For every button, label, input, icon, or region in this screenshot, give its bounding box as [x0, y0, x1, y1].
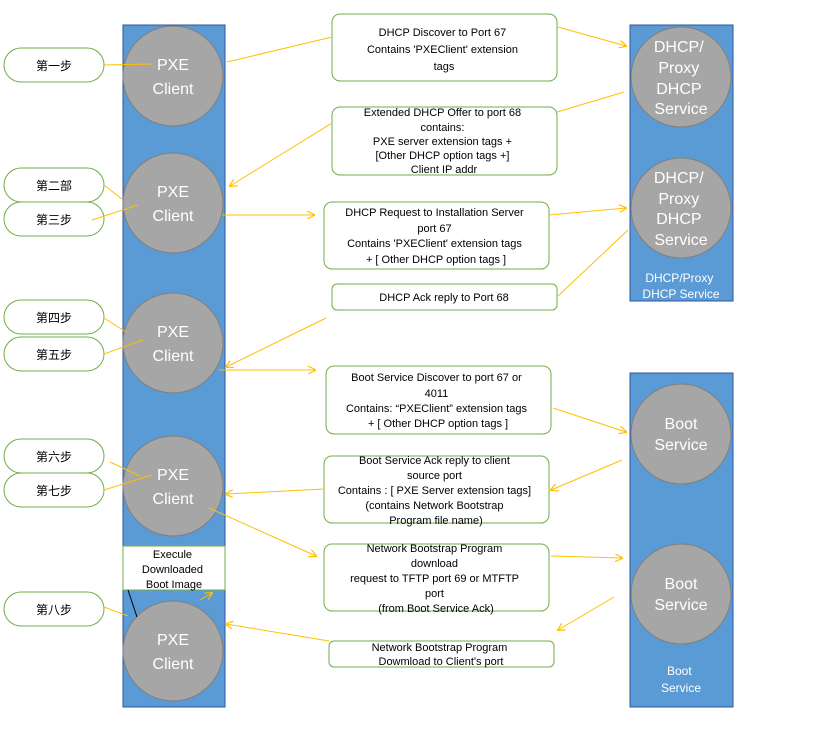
svg-text:PXEClient: PXEClient: [153, 57, 194, 98]
svg-text:第七步: 第七步: [36, 484, 72, 498]
svg-text:DHCP Request to Installation S: DHCP Request to Installation Server port…: [345, 207, 526, 266]
svg-text:DHCP Ack reply to Port 68: DHCP Ack reply to Port 68: [379, 292, 508, 304]
svg-text:PXEClient: PXEClient: [153, 184, 194, 225]
step-box-7: 第七步: [3, 472, 105, 508]
svg-text:第八步: 第八步: [36, 603, 72, 617]
msg-boot-discover: Boot Service Discover to port 67 or 4011…: [325, 365, 552, 435]
dhcp-service-1: DHCP/ Proxy DHCP Service: [630, 26, 732, 128]
svg-text:PXEClient: PXEClient: [153, 324, 194, 365]
msg-boot-ack: Boot Service Ack reply to client source …: [323, 455, 550, 527]
svg-text:DHCP/ Proxy DHCP: DHCP/ Proxy DHCP Service: [654, 170, 708, 249]
msg-dhcp-ack: DHCP Ack reply to Port 68: [331, 283, 558, 311]
svg-text:PXEClient: PXEClient: [153, 467, 194, 508]
svg-text:第三步: 第三步: [36, 213, 72, 227]
svg-text:第五步: 第五步: [36, 348, 72, 362]
msg-nbp-request: Network Bootstrap Program download reque…: [323, 543, 550, 615]
svg-text:DHCP Discover to Port 67: DHCP Discover to Port 67 Contains 'PXECl…: [367, 27, 521, 73]
dhcp-lane-label: DHCP/Proxy DHCP Service: [642, 271, 719, 301]
svg-text:Extended DHCP Offer to port 68: Extended DHCP Offer to port 68 contains:…: [364, 107, 524, 176]
svg-text:PXEClient: PXEClient: [153, 632, 194, 673]
dhcp-service-2: DHCP/ Proxy DHCP Service: [630, 157, 732, 259]
msg-nbp-download: Network Bootstrap Program Dowmload to Cl…: [328, 640, 555, 668]
svg-text:Network Bootstrap Program: Network Bootstrap Program download reque…: [350, 543, 522, 615]
step-box-3: 第三步: [3, 201, 105, 237]
msg-dhcp-offer: Extended DHCP Offer to port 68 contains:…: [331, 106, 558, 176]
svg-text:第一步: 第一步: [36, 59, 72, 73]
execute-pointer-line: [127, 589, 138, 618]
svg-text:Boot Service Discover to port: Boot Service Discover to port 67 or 4011…: [346, 372, 530, 430]
step-box-2: 第二部: [3, 167, 105, 203]
svg-text:第六步: 第六步: [36, 450, 72, 464]
step-box-1: 第一步: [3, 47, 105, 83]
msg-dhcp-request: DHCP Request to Installation Server port…: [323, 201, 550, 270]
step-box-5: 第五步: [3, 336, 105, 372]
execute-boot-image-box: Execule Downloaded Boot Image: [122, 545, 226, 591]
step-box-4: 第四步: [3, 299, 105, 335]
step-connectors: [91, 63, 153, 617]
msg-dhcp-discover: DHCP Discover to Port 67 Contains 'PXECl…: [331, 13, 558, 82]
step-box-6: 第六步: [3, 438, 105, 474]
svg-text:Boot Service Ack reply to clie: Boot Service Ack reply to client source …: [338, 455, 534, 527]
flow-arrows: [199, 26, 629, 642]
svg-text:第二部: 第二部: [36, 178, 72, 193]
svg-text:第四步: 第四步: [36, 311, 72, 325]
boot-lane-label: Boot Service: [661, 664, 701, 695]
svg-text:Network Bootstrap Program: Network Bootstrap Program Dowmload to Cl…: [372, 642, 511, 668]
step-box-8: 第八步: [3, 591, 105, 627]
svg-text:DHCP/ Proxy DHCP: DHCP/ Proxy DHCP Service: [654, 39, 708, 118]
svg-text:Execule Downloaded: Execule Downloaded Boot Image: [142, 549, 206, 591]
